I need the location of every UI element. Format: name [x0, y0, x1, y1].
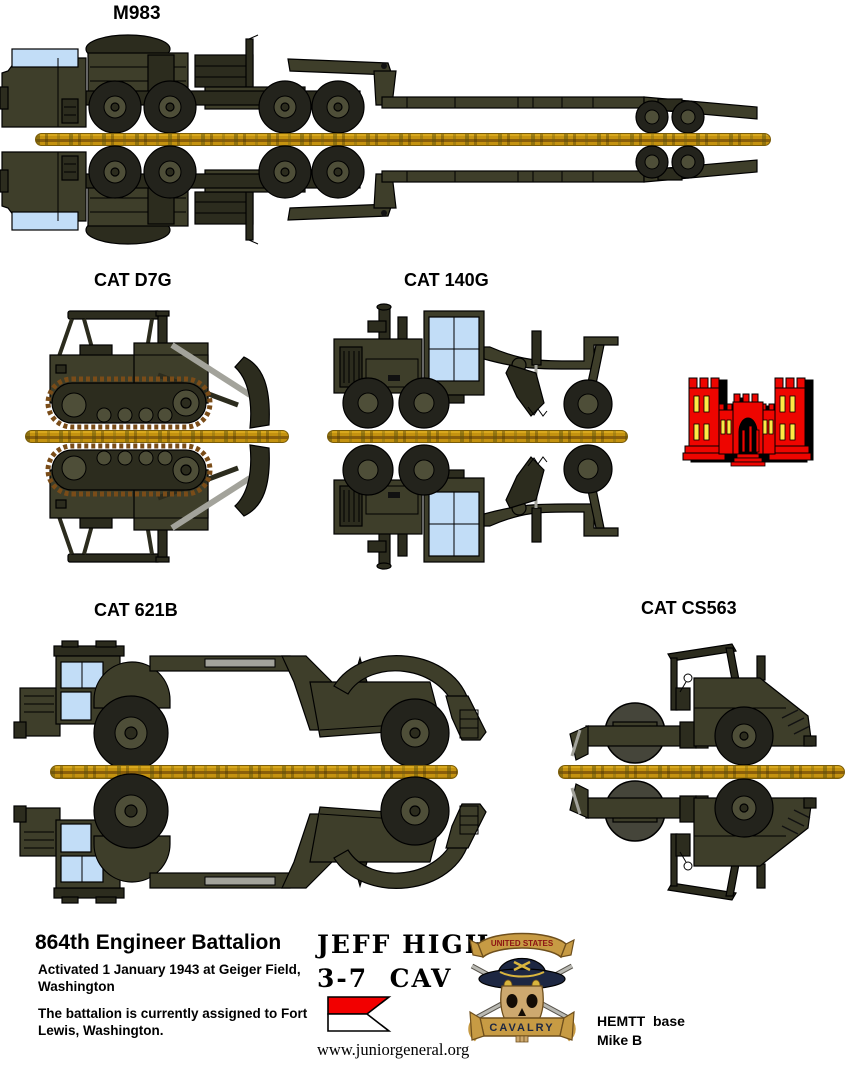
621b-illustration	[13, 640, 487, 771]
d7g-base-strip	[25, 430, 289, 443]
m983-base-strip	[35, 133, 771, 146]
vehicle-label-d7g: CAT D7G	[94, 270, 172, 290]
d7g-illustration	[22, 303, 274, 430]
d7g-illustration-mirrored	[22, 443, 274, 570]
m983-illustration-mirrored	[0, 145, 758, 245]
140g-illustration	[332, 302, 620, 430]
cavalry-skull-logo: UNITED STATES CAVALRY	[468, 932, 576, 1043]
banner-top-text: UNITED STATES	[491, 939, 554, 948]
vehicle-label-cs563: CAT CS563	[641, 598, 737, 618]
vehicle-label-621b: CAT 621B	[94, 600, 178, 620]
banner-bottom-text: CAVALRY	[489, 1022, 554, 1034]
unit-title: 864th Engineer Battalion	[35, 931, 282, 954]
vehicle-label-m983: M983	[113, 3, 161, 24]
base-credit: HEMTT base	[597, 1013, 685, 1029]
140g-base-strip	[327, 430, 628, 443]
vehicle-label-140g: CAT 140G	[404, 270, 489, 290]
engineer-castle-insignia	[682, 377, 814, 467]
author-credit: Mike B	[597, 1032, 643, 1048]
website-url: www.juniorgeneral.org	[317, 1040, 470, 1059]
621b-illustration-mirrored	[13, 773, 487, 904]
unit-history-assignment: The battalion is currently assigned to F…	[38, 1006, 308, 1038]
140g-illustration-mirrored	[332, 443, 620, 571]
cs563-base-strip	[558, 765, 845, 779]
621b-base-strip	[50, 765, 458, 779]
cs563-illustration-mirrored	[568, 777, 818, 902]
unit-history-activated: Activated 1 January 1943 at Geiger Field…	[38, 962, 301, 994]
cavalry-guidon-flag	[327, 996, 392, 1032]
cs563-illustration	[568, 642, 818, 767]
designer-unit: 3-7 CAV	[317, 964, 453, 993]
m983-illustration	[0, 34, 758, 134]
